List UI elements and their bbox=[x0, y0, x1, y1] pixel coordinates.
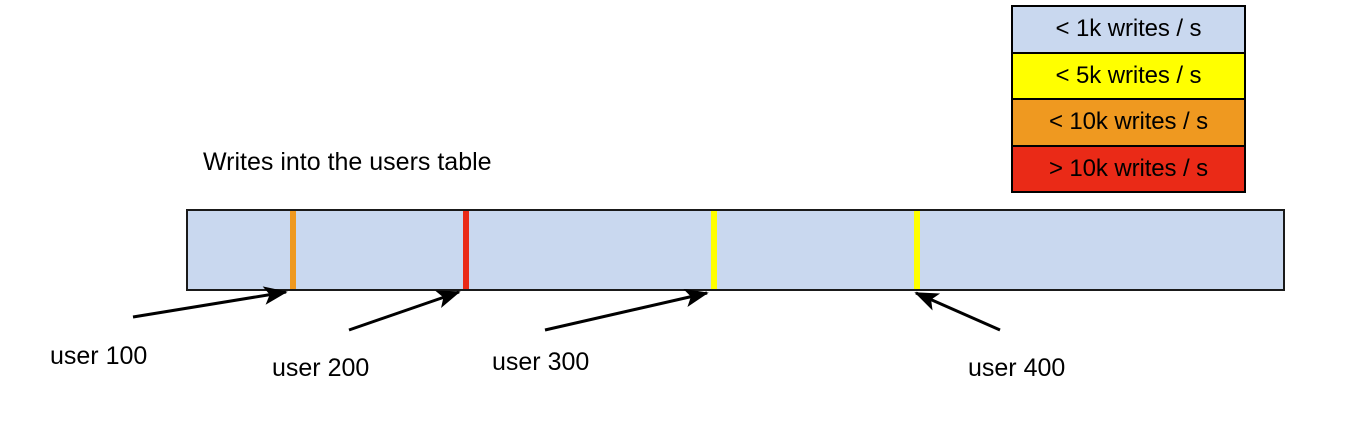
legend-entry-label: < 1k writes / s bbox=[1055, 15, 1202, 43]
callout-label-user-100: user 100 bbox=[50, 342, 148, 370]
user-200-stripe bbox=[463, 211, 469, 289]
legend-entry-critical: > 10k writes / s bbox=[1013, 146, 1244, 191]
user-100-stripe bbox=[290, 211, 296, 289]
arrow-user-400 bbox=[914, 291, 1001, 332]
legend-entry-high: < 10k writes / s bbox=[1013, 100, 1244, 147]
write-rate-legend: < 1k writes / s < 5k writes / s < 10k wr… bbox=[1011, 5, 1246, 193]
chart-title: Writes into the users table bbox=[203, 148, 492, 176]
arrow-user-200 bbox=[348, 290, 461, 332]
users-table-range-bar bbox=[186, 209, 1285, 291]
user-300-stripe bbox=[711, 211, 717, 289]
legend-entry-low: < 1k writes / s bbox=[1013, 7, 1244, 54]
callout-label-user-300: user 300 bbox=[492, 348, 590, 376]
arrow-user-300 bbox=[544, 288, 709, 332]
user-400-stripe bbox=[914, 211, 920, 289]
legend-entry-label: < 5k writes / s bbox=[1055, 61, 1202, 89]
callout-label-user-400: user 400 bbox=[968, 354, 1066, 382]
callout-label-user-200: user 200 bbox=[272, 354, 370, 382]
legend-entry-label: > 10k writes / s bbox=[1048, 154, 1209, 182]
legend-entry-label: < 10k writes / s bbox=[1048, 108, 1209, 136]
legend-entry-medium: < 5k writes / s bbox=[1013, 53, 1244, 100]
arrow-user-100 bbox=[132, 286, 288, 319]
